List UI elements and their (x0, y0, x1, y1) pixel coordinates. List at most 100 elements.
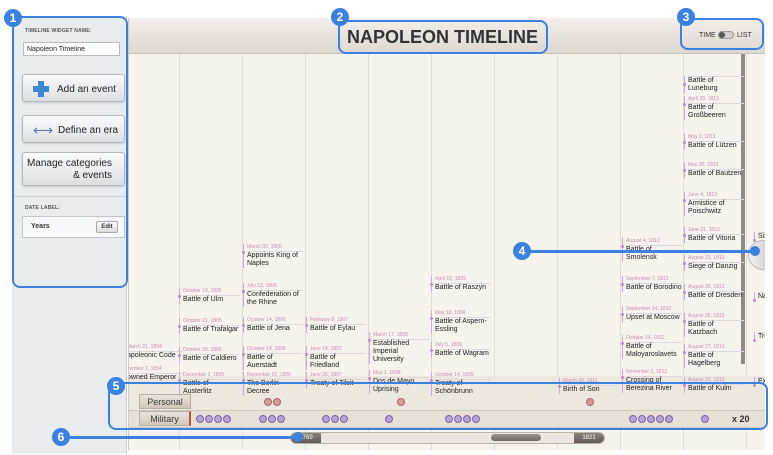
military-event-dot[interactable] (277, 415, 285, 423)
event-marker (430, 317, 433, 320)
scroll-start-year: 1769 (291, 433, 321, 443)
more-events-count: x 20 (732, 414, 750, 424)
annotation-dot-scroll (293, 432, 303, 442)
event-date: August 23, 1813 (688, 377, 744, 385)
military-event-dot[interactable] (656, 415, 664, 423)
military-event-dot[interactable] (629, 415, 637, 423)
category-row-military: Military (129, 411, 765, 428)
military-event-dot[interactable] (268, 415, 276, 423)
category-label-personal[interactable]: Personal (139, 394, 191, 409)
military-event-dot[interactable] (214, 415, 222, 423)
timeline-event[interactable]: Battle of Luneburg (683, 76, 744, 93)
timeline-event[interactable]: Nap Abd (753, 292, 765, 302)
event-marker (242, 290, 245, 293)
personal-event-dot[interactable] (264, 398, 272, 406)
personal-event-dot[interactable] (397, 398, 405, 406)
view-toggle[interactable]: TIME LIST (697, 27, 757, 43)
timeline-scrollbar[interactable]: 1769 1821 (290, 432, 605, 444)
military-event-dot[interactable] (445, 415, 453, 423)
personal-event-dot[interactable] (586, 398, 594, 406)
add-event-label: Add an event (57, 84, 116, 95)
event-marker (430, 379, 433, 382)
event-title: Battle of Eylau (310, 325, 356, 332)
military-event-dot[interactable] (385, 415, 393, 423)
event-date: October 14, 1806 (247, 346, 303, 354)
add-event-button[interactable]: Add an event (22, 74, 125, 102)
event-marker (683, 262, 686, 265)
event-title: Battle of Austerlitz (183, 380, 212, 395)
category-row-personal: Personal (129, 394, 765, 411)
event-date: June 4, 1813 (688, 192, 744, 200)
military-event-dot[interactable] (322, 415, 330, 423)
military-event-dot[interactable] (463, 415, 471, 423)
event-marker (242, 353, 245, 356)
edit-date-label-button[interactable]: Edit (96, 221, 118, 233)
event-marker (683, 199, 686, 202)
widget-name-input[interactable] (23, 42, 120, 56)
personal-event-dot[interactable] (273, 398, 281, 406)
year-gridline (179, 54, 180, 450)
military-event-dot[interactable] (647, 415, 655, 423)
timeline-event[interactable]: Six (753, 232, 765, 242)
year-gridline (431, 54, 432, 450)
define-era-button[interactable]: ⟷ Define an era (22, 115, 125, 143)
category-label-military[interactable]: Military (139, 411, 191, 426)
scroll-thumb[interactable] (491, 434, 541, 441)
event-title: Upset at Moscow (626, 314, 680, 321)
event-title: Battle of Friedland (310, 354, 340, 369)
timeline-event[interactable]: Exile (753, 377, 765, 387)
military-event-dot[interactable] (665, 415, 673, 423)
military-event-dot[interactable] (205, 415, 213, 423)
timeline-canvas[interactable]: 1805180618071808180918101811181218131814… (128, 18, 765, 450)
military-event-dot[interactable] (196, 415, 204, 423)
timeline-event[interactable]: Trea Font (753, 332, 765, 342)
toggle-switch[interactable] (718, 31, 734, 39)
military-event-dot[interactable] (340, 415, 348, 423)
military-event-dot[interactable] (454, 415, 462, 423)
event-date: October 21, 1805 (183, 318, 239, 326)
manage-categories-button[interactable]: Manage categories & events (22, 152, 125, 186)
military-event-dot[interactable] (472, 415, 480, 423)
military-event-dot[interactable] (701, 415, 709, 423)
military-event-dot[interactable] (223, 415, 231, 423)
military-event-dot[interactable] (259, 415, 267, 423)
military-event-dot[interactable] (331, 415, 339, 423)
military-event-dot[interactable] (638, 415, 646, 423)
annotation-line-scroll (70, 436, 300, 439)
